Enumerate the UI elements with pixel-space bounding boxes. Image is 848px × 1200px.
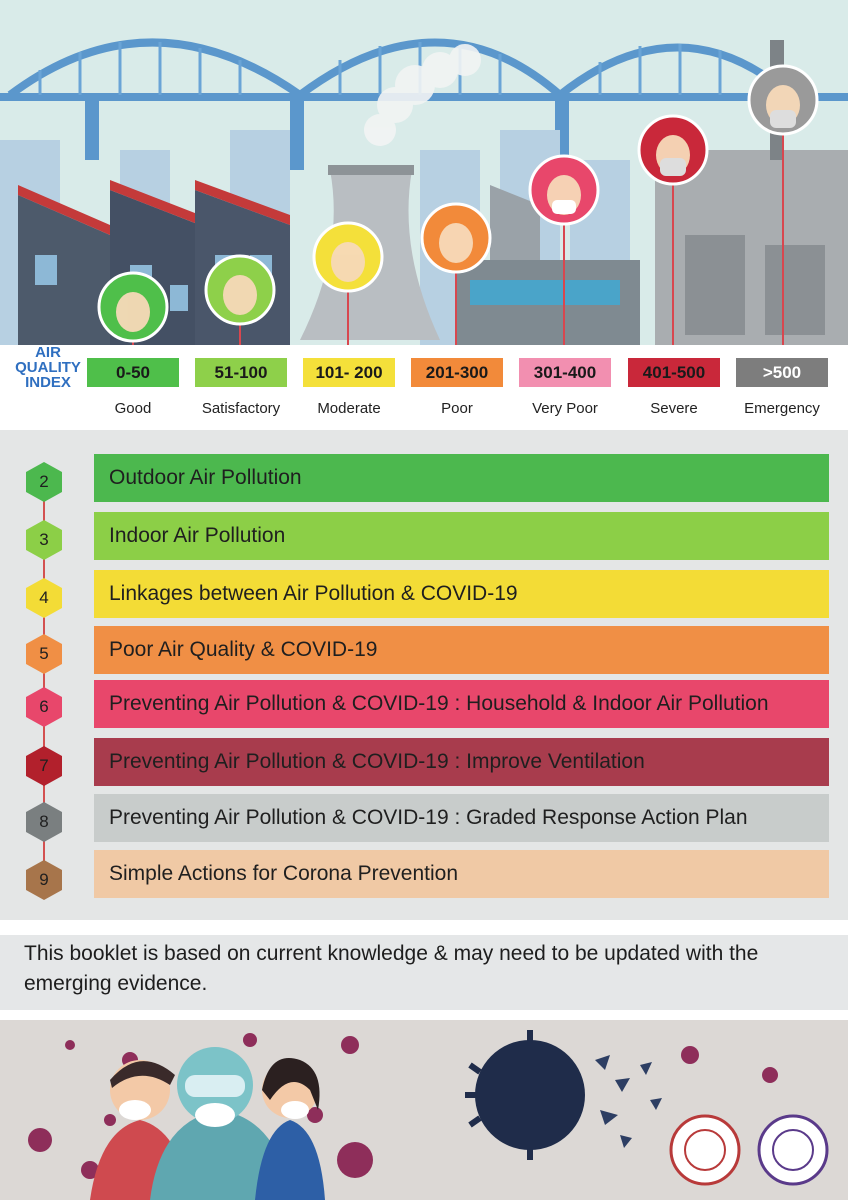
aqi-name-very-poor: Very Poor <box>532 400 598 417</box>
page-number-badge: 6 <box>26 687 62 727</box>
contents-item[interactable]: Preventing Air Pollution & COVID-19 : Gr… <box>94 794 829 842</box>
contents-item[interactable]: Simple Actions for Corona Prevention <box>94 850 829 898</box>
aqi-range-poor: 201-300 <box>411 358 503 387</box>
disclaimer-note: This booklet is based on current knowled… <box>0 935 848 1010</box>
aqi-range-emergency: >500 <box>736 358 828 387</box>
contents-item[interactable]: Preventing Air Pollution & COVID-19 : Ho… <box>94 680 829 728</box>
aqi-title: AIR QUALITY INDEX <box>15 344 81 391</box>
industrial-city-illustration <box>0 38 848 345</box>
institute-seal-icon <box>757 1114 829 1186</box>
aqi-range-severe: 401-500 <box>628 358 720 387</box>
aqi-name-satisfactory: Satisfactory <box>201 400 281 417</box>
footer-illustration <box>0 1020 848 1200</box>
aqi-name-poor: Poor <box>441 400 473 417</box>
aqi-range-satisfactory: 51-100 <box>195 358 287 387</box>
contents-item[interactable]: Poor Air Quality & COVID-19 <box>94 626 829 674</box>
aqi-legend: AIR QUALITY INDEX 0-50 51-100 101- 200 2… <box>0 345 848 430</box>
disclaimer-text: This booklet is based on current knowled… <box>24 942 759 995</box>
contents-item[interactable]: Outdoor Air Pollution <box>94 454 829 502</box>
covid-people-illustration <box>28 1030 829 1200</box>
aqi-range-good: 0-50 <box>87 358 179 387</box>
page-number-badge: 8 <box>26 802 62 842</box>
aqi-name-moderate: Moderate <box>317 400 381 417</box>
table-of-contents: 2 Outdoor Air Pollution 3 Indoor Air Pol… <box>0 430 848 920</box>
page-number-badge: 9 <box>26 860 62 900</box>
page-number-badge: 5 <box>26 634 62 674</box>
page-number-badge: 7 <box>26 746 62 786</box>
page-number-badge: 2 <box>26 462 62 502</box>
aqi-name-severe: Severe <box>650 400 698 417</box>
aqi-range-very-poor: 301-400 <box>519 358 611 387</box>
contents-item[interactable]: Linkages between Air Pollution & COVID-1… <box>94 570 829 618</box>
contents-item[interactable]: Indoor Air Pollution <box>94 512 829 560</box>
university-seal-icon <box>669 1114 741 1186</box>
page-number-badge: 3 <box>26 520 62 560</box>
hero-illustration <box>0 0 848 345</box>
aqi-name-good: Good <box>114 400 152 417</box>
page-number-badge: 4 <box>26 578 62 618</box>
virus-icon <box>465 1030 662 1160</box>
contents-item[interactable]: Preventing Air Pollution & COVID-19 : Im… <box>94 738 829 786</box>
aqi-name-emergency: Emergency <box>744 400 820 417</box>
aqi-range-moderate: 101- 200 <box>303 358 395 387</box>
